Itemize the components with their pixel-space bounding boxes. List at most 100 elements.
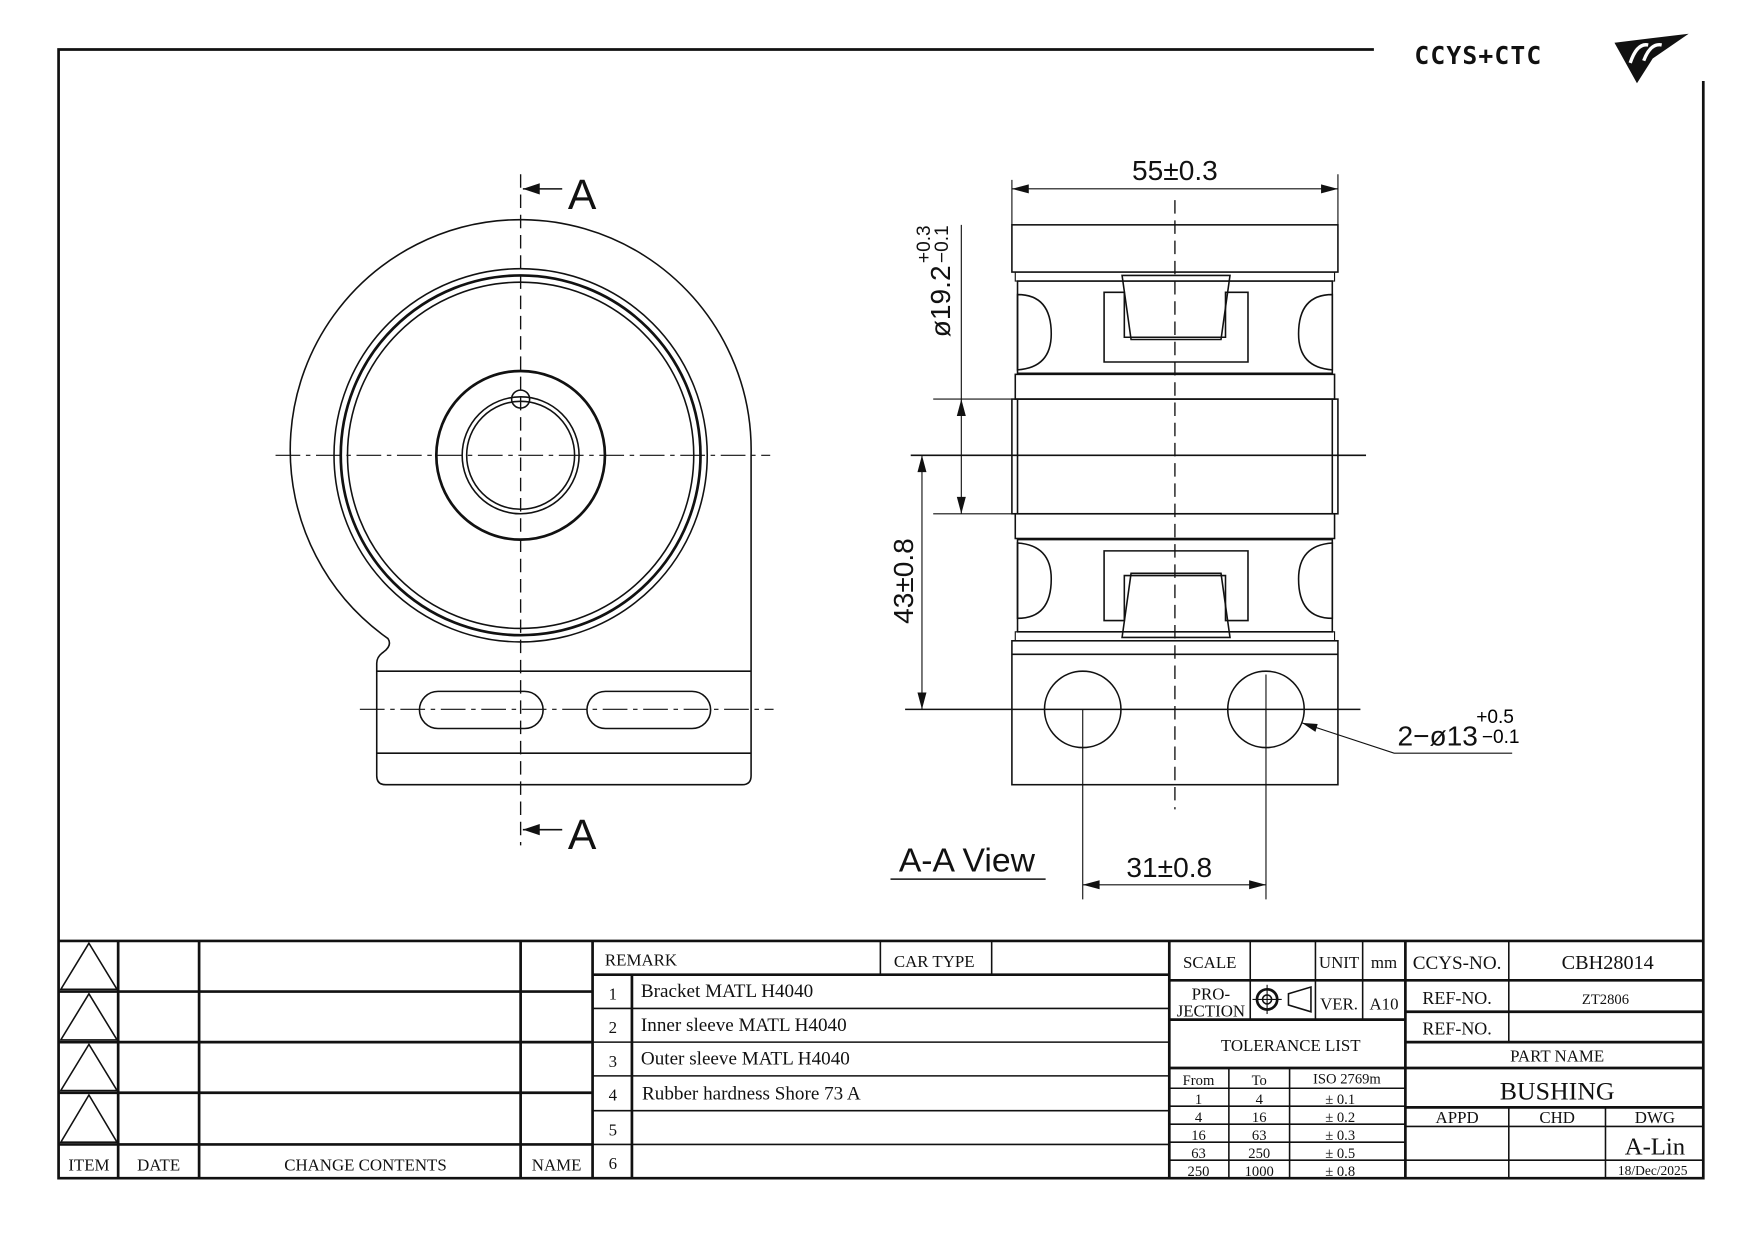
svg-text:−0.1: −0.1: [1482, 727, 1520, 748]
arrow-left-icon: [522, 183, 540, 195]
remark-row: 5: [609, 1120, 617, 1139]
tolerance-row: 1 4 ± 0.1: [1195, 1092, 1355, 1108]
svg-text:A: A: [568, 811, 597, 859]
svg-text:A10: A10: [1369, 995, 1398, 1014]
svg-text:18/Dec/2025: 18/Dec/2025: [1618, 1163, 1688, 1178]
remark-row: 4 Rubber hardness Shore 73 A: [609, 1083, 861, 1104]
company-logo: CCYS+CTC: [1414, 33, 1689, 84]
part-info: CCYS-NO. CBH28014 REF-NO. ZT2806 REF-NO.…: [1405, 940, 1704, 1179]
svg-text:DWG: DWG: [1635, 1108, 1675, 1127]
svg-text:1: 1: [609, 984, 617, 1003]
svg-text:REMARK: REMARK: [605, 951, 677, 970]
dimension-bore-diameter: ø19.2 +0.3 −0.1: [914, 224, 1012, 515]
svg-text:Bracket MATL H4040: Bracket MATL H4040: [641, 981, 813, 1002]
tolerance-row: 63 250 ± 0.5: [1191, 1146, 1355, 1162]
svg-text:APPD: APPD: [1436, 1108, 1479, 1127]
tolerance-row: 4 16 ± 0.2: [1195, 1110, 1355, 1126]
svg-text:4: 4: [1256, 1092, 1264, 1108]
svg-text:63: 63: [1191, 1146, 1206, 1162]
revision-triangle-icon: [59, 1042, 119, 1092]
svg-text:SCALE: SCALE: [1183, 953, 1236, 972]
svg-text:2−ø13: 2−ø13: [1398, 720, 1478, 751]
svg-text:PRO-: PRO-: [1192, 984, 1230, 1003]
svg-text:A-A View: A-A View: [899, 841, 1036, 879]
dimension-holes-callout: 2−ø13 +0.5 −0.1: [1301, 707, 1520, 754]
title-block: ITEM DATE CHANGE CONTENTS NAME REMARK CA…: [58, 939, 1704, 1180]
svg-text:DATE: DATE: [137, 1155, 180, 1174]
svg-text:Inner sleeve MATL H4040: Inner sleeve MATL H4040: [641, 1015, 847, 1036]
svg-text:ZT2806: ZT2806: [1582, 992, 1629, 1008]
section-view-title: A-A View: [890, 841, 1046, 880]
svg-text:2: 2: [609, 1018, 617, 1037]
svg-text:6: 6: [609, 1154, 617, 1173]
svg-text:CHD: CHD: [1539, 1108, 1575, 1127]
svg-text:ISO 2769m: ISO 2769m: [1313, 1072, 1381, 1088]
part-number: CBH28014: [1562, 952, 1654, 974]
svg-text:TOLERANCE LIST: TOLERANCE LIST: [1221, 1036, 1361, 1055]
svg-text:± 0.3: ± 0.3: [1325, 1128, 1355, 1144]
svg-text:Outer sleeve MATL H4040: Outer sleeve MATL H4040: [641, 1049, 850, 1070]
svg-text:4: 4: [1195, 1110, 1203, 1126]
svg-text:ø19.2: ø19.2: [925, 265, 956, 337]
svg-text:JECTION: JECTION: [1177, 1001, 1245, 1020]
remark-row: 1 Bracket MATL H4040: [609, 981, 814, 1003]
svg-text:± 0.1: ± 0.1: [1325, 1092, 1355, 1108]
svg-text:From: From: [1183, 1073, 1215, 1089]
svg-text:CAR TYPE: CAR TYPE: [894, 952, 975, 971]
svg-text:To: To: [1252, 1073, 1267, 1089]
svg-text:REF-NO.: REF-NO.: [1422, 988, 1491, 1008]
logo-text: CCYS+CTC: [1414, 41, 1542, 70]
svg-text:55±0.3: 55±0.3: [1132, 155, 1218, 186]
svg-text:A-Lin: A-Lin: [1625, 1134, 1685, 1161]
section-marker-bottom: A: [522, 811, 597, 859]
svg-text:REF-NO.: REF-NO.: [1422, 1018, 1491, 1038]
svg-text:1: 1: [1195, 1092, 1202, 1108]
section-view: [905, 200, 1367, 810]
svg-text:NAME: NAME: [532, 1155, 582, 1174]
remark-row: 2 Inner sleeve MATL H4040: [609, 1015, 847, 1037]
revision-triangle-icon: [59, 1093, 119, 1143]
svg-text:16: 16: [1252, 1110, 1267, 1126]
section-marker-top: A: [522, 171, 597, 219]
svg-text:CCYS-NO.: CCYS-NO.: [1413, 953, 1502, 974]
part-name: BUSHING: [1500, 1076, 1615, 1105]
svg-text:4: 4: [609, 1086, 618, 1105]
svg-text:31±0.8: 31±0.8: [1126, 852, 1212, 883]
logo-mark-icon: [1614, 33, 1689, 84]
svg-text:3: 3: [609, 1052, 617, 1071]
svg-text:PART NAME: PART NAME: [1510, 1046, 1604, 1065]
svg-text:−0.1: −0.1: [932, 225, 953, 263]
revision-table: ITEM DATE CHANGE CONTENTS NAME: [58, 940, 594, 1179]
svg-text:mm: mm: [1371, 953, 1397, 972]
svg-text:± 0.2: ± 0.2: [1325, 1110, 1355, 1126]
front-view: [275, 174, 774, 846]
svg-text:250: 250: [1188, 1164, 1210, 1180]
svg-text:16: 16: [1191, 1128, 1206, 1144]
dimension-length: 55±0.3: [1011, 155, 1339, 225]
svg-text:250: 250: [1248, 1146, 1270, 1162]
dimension-hole-spacing: 31±0.8: [1082, 709, 1267, 900]
svg-text:CHANGE CONTENTS: CHANGE CONTENTS: [284, 1155, 447, 1174]
svg-text:A: A: [568, 171, 597, 219]
remarks-table: REMARK CAR TYPE 1 Bracket MATL H4040 2 Inn…: [592, 940, 1171, 1179]
arrow-left-icon: [522, 824, 540, 836]
remark-row: 3 Outer sleeve MATL H4040: [609, 1049, 850, 1071]
remark-row: 6: [609, 1154, 617, 1173]
svg-text:VER.: VER.: [1320, 995, 1358, 1014]
dimension-center-height: 43±0.8: [888, 455, 927, 710]
revision-triangle-icon: [59, 941, 119, 991]
drawing-border: [57, 48, 1705, 1180]
svg-text:5: 5: [609, 1120, 617, 1139]
svg-text:UNIT: UNIT: [1319, 953, 1360, 972]
svg-text:43±0.8: 43±0.8: [888, 538, 919, 624]
svg-text:+0.3: +0.3: [914, 225, 935, 263]
drawing-info: SCALE UNIT mm PRO- JECTION VER. A10 TOLE…: [1169, 940, 1407, 1179]
svg-text:± 0.5: ± 0.5: [1325, 1146, 1355, 1162]
svg-text:1000: 1000: [1245, 1164, 1274, 1180]
svg-text:Rubber hardness Shore 73 A: Rubber hardness Shore 73 A: [642, 1083, 861, 1104]
revision-triangle-icon: [59, 992, 119, 1041]
